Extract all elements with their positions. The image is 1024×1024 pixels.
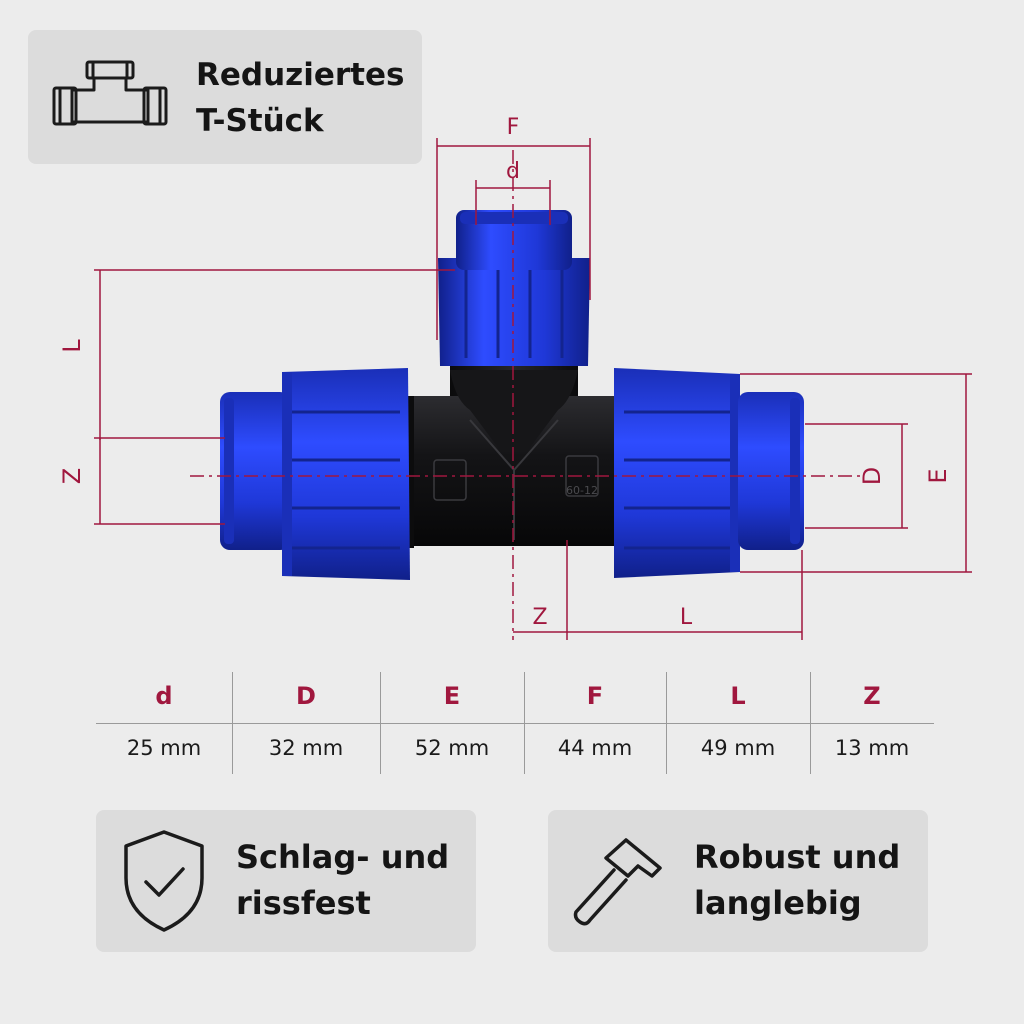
table-column-Z: Z 13 mm bbox=[810, 672, 934, 774]
label-L-left: L bbox=[58, 339, 86, 353]
label-Z-left: Z bbox=[58, 468, 86, 484]
table-cell: 13 mm bbox=[834, 736, 910, 760]
table-column-d: d 25 mm bbox=[96, 672, 232, 774]
table-col-divider bbox=[380, 672, 381, 774]
table-header: E bbox=[443, 682, 461, 710]
table-column-F: F 44 mm bbox=[524, 672, 666, 774]
table-col-divider bbox=[666, 672, 667, 774]
label-E: E bbox=[924, 468, 952, 483]
label-F: F bbox=[507, 115, 520, 140]
table-header: F bbox=[586, 682, 604, 710]
table-col-divider bbox=[232, 672, 233, 774]
label-D: D bbox=[858, 467, 886, 485]
label-d: d bbox=[506, 159, 520, 184]
label-L-bottom: L bbox=[680, 605, 693, 630]
table-header: D bbox=[296, 682, 316, 710]
title-card: Reduziertes T-Stück bbox=[28, 30, 422, 164]
tee-fitting: 60-12 bbox=[220, 210, 804, 580]
table-divider bbox=[96, 723, 934, 724]
table-header: L bbox=[730, 682, 746, 710]
table-cell: 32 mm bbox=[268, 736, 344, 760]
feature-text-impact: Schlag- und rissfest bbox=[236, 838, 450, 922]
feature-card-robust: Robust und langlebig bbox=[548, 810, 928, 952]
fitting-marking: 60-12 bbox=[566, 484, 598, 497]
table-col-divider bbox=[524, 672, 525, 774]
title-text: Reduziertes T-Stück bbox=[196, 57, 405, 139]
tee-fitting-icon bbox=[52, 60, 168, 126]
dimension-table: d 25 mm D 32 mm E 52 mm F 44 mm L 49 mm … bbox=[96, 672, 934, 774]
dimension-lines bbox=[94, 138, 972, 640]
fitting-diagram: 60-12 bbox=[58, 115, 972, 640]
table-col-divider bbox=[810, 672, 811, 774]
feature-text-robust: Robust und langlebig bbox=[694, 838, 901, 922]
table-header: d bbox=[155, 682, 173, 710]
table-cell: 25 mm bbox=[126, 736, 202, 760]
table-column-D: D 32 mm bbox=[232, 672, 380, 774]
shield-check-icon bbox=[124, 830, 204, 932]
table-column-L: L 49 mm bbox=[666, 672, 810, 774]
table-header: Z bbox=[863, 682, 881, 710]
table-column-E: E 52 mm bbox=[380, 672, 524, 774]
table-cell: 49 mm bbox=[700, 736, 776, 760]
feature-card-impact: Schlag- und rissfest bbox=[96, 810, 476, 952]
hammer-icon bbox=[573, 838, 662, 926]
label-Z-bottom: Z bbox=[532, 605, 547, 630]
table-cell: 52 mm bbox=[414, 736, 490, 760]
table-cell: 44 mm bbox=[557, 736, 633, 760]
